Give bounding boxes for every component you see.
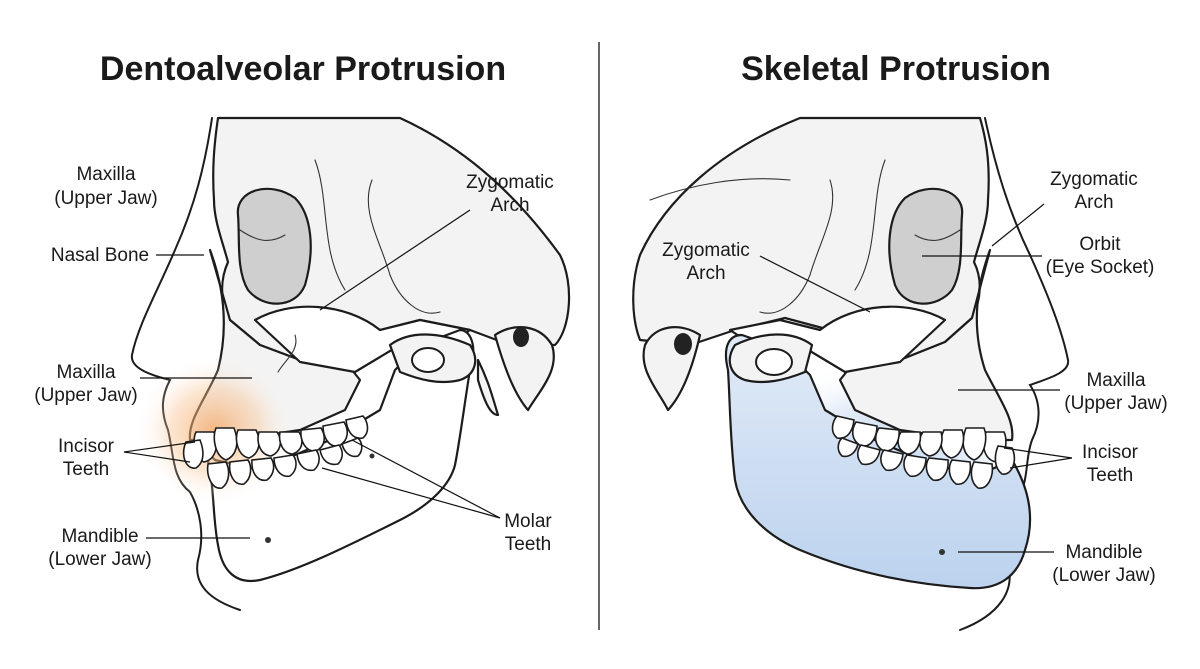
label-zygomatic-line2: Arch xyxy=(490,195,529,216)
label-molar-line1: Molar xyxy=(504,511,552,532)
label-maxilla-top-line2: (Upper Jaw) xyxy=(54,188,157,209)
right-lower-teeth xyxy=(837,437,1016,489)
label-maxilla-line1: Maxilla xyxy=(1086,370,1146,391)
leader-molar-upper xyxy=(351,439,501,519)
label-zygomatic-left-line1: Zygomatic xyxy=(662,240,750,261)
label-mandible-line2-right: (Lower Jaw) xyxy=(1052,565,1155,586)
right-orbit xyxy=(888,187,964,305)
label-incisor-line1: Incisor xyxy=(58,436,115,457)
leader-molar-lower xyxy=(321,467,501,519)
right-panel-title: Skeletal Protrusion xyxy=(741,50,1051,88)
label-maxilla-line2: (Upper Jaw) xyxy=(1064,393,1167,414)
leader-incisor-lower-right xyxy=(1009,457,1073,469)
left-panel: Dentoalveolar Protrusion xyxy=(34,50,571,611)
left-upper-teeth xyxy=(193,415,369,463)
leader-incisor-upper-right xyxy=(1003,447,1073,459)
right-skull-illustration xyxy=(632,116,1070,631)
label-incisor-line1-right: Incisor xyxy=(1082,442,1139,463)
label-zygomatic-right-line2: Arch xyxy=(1074,192,1113,213)
label-maxilla-mid-line1: Maxilla xyxy=(56,362,116,383)
label-incisor-line2-right: Teeth xyxy=(1087,465,1133,486)
label-mandible-line2: (Lower Jaw) xyxy=(48,549,151,570)
right-upper-teeth xyxy=(831,415,1007,463)
label-orbit-line1: Orbit xyxy=(1079,234,1121,255)
label-mandible-line1: Mandible xyxy=(61,526,138,547)
left-orbit xyxy=(236,187,312,305)
label-zygomatic-line1: Zygomatic xyxy=(466,172,554,193)
leader-zygomatic-left xyxy=(759,255,871,313)
label-zygomatic-right-line1: Zygomatic xyxy=(1050,169,1138,190)
label-molar-line2: Teeth xyxy=(505,534,551,555)
leader-zygomatic xyxy=(319,209,471,311)
leader-incisor-upper xyxy=(123,441,196,453)
label-nasal-bone: Nasal Bone xyxy=(51,245,149,266)
left-skull-illustration xyxy=(130,116,571,611)
left-lower-teeth xyxy=(182,437,363,489)
left-panel-title: Dentoalveolar Protrusion xyxy=(100,50,506,88)
leader-incisor-lower xyxy=(123,451,191,463)
leader-zygomatic-right xyxy=(991,203,1045,247)
label-zygomatic-left-line2: Arch xyxy=(686,263,725,284)
label-mandible-line1-right: Mandible xyxy=(1065,542,1142,563)
label-maxilla-top-line1: Maxilla xyxy=(76,164,136,185)
right-panel: Skeletal Protrusion xyxy=(632,50,1168,631)
label-maxilla-mid-line2: (Upper Jaw) xyxy=(34,385,137,406)
label-incisor-line2: Teeth xyxy=(63,459,109,480)
label-orbit-line2: (Eye Socket) xyxy=(1046,257,1155,278)
right-mandible xyxy=(724,333,1032,590)
